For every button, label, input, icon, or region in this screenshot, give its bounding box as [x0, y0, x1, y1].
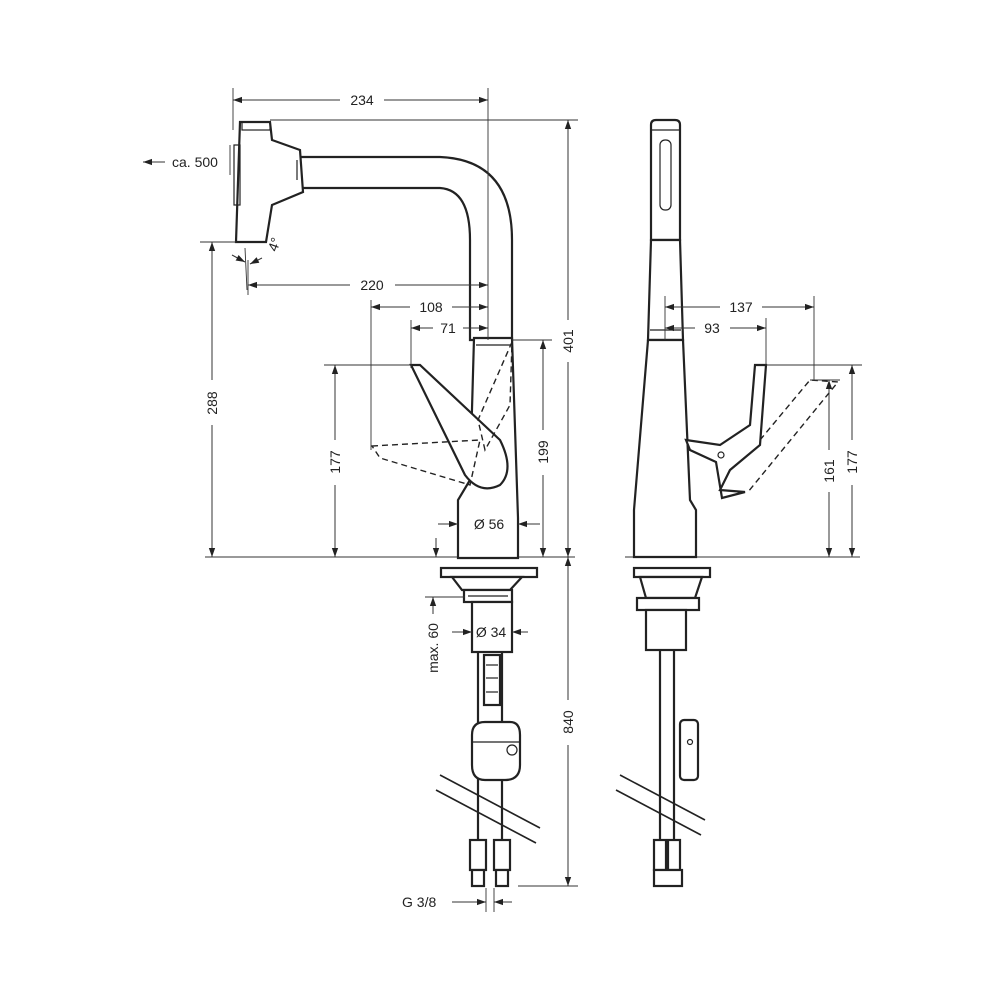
- front-counterweight-screw: [686, 738, 694, 746]
- dim-234-label: 234: [350, 92, 374, 108]
- front-break-line-1: [619, 774, 706, 821]
- front-thread: [635, 596, 701, 612]
- dim-71-label: 71: [440, 320, 456, 336]
- dim-max60-label: max. 60: [425, 623, 441, 673]
- front-fitting-left: [652, 838, 668, 872]
- side-view: [205, 120, 575, 888]
- dim-177-label: 177: [327, 450, 343, 474]
- base-collar: [449, 575, 525, 592]
- break-line-1: [439, 774, 541, 829]
- fitting-nut-right: [494, 868, 510, 888]
- dim-199-label: 199: [535, 440, 551, 464]
- spout-pipe: [298, 155, 514, 342]
- spray-head: [234, 120, 305, 244]
- dim-angle-arrow-left: [231, 254, 246, 263]
- ext-angle: [244, 247, 248, 291]
- break-line-2: [435, 789, 537, 844]
- front-shank: [644, 608, 688, 652]
- dim-288-label: 288: [204, 391, 220, 415]
- dim-161-label: 161: [821, 459, 837, 483]
- lever: [409, 363, 509, 490]
- mount-shank: [470, 600, 514, 654]
- front-spray-button: [659, 139, 672, 211]
- front-lever-indicator: [717, 451, 725, 459]
- front-base-collar: [638, 575, 704, 600]
- front-base-plate: [632, 566, 712, 579]
- base-plate: [439, 566, 539, 579]
- counterweight: [470, 720, 522, 782]
- dim-angle-arrow-right: [249, 257, 263, 265]
- counterweight-screw: [506, 744, 518, 756]
- fitting-right: [492, 838, 512, 872]
- dim-177r-label: 177: [844, 450, 860, 474]
- front-view: [615, 118, 860, 888]
- side-view-dimensions: 234 ca. 500 4° 288 220 108 71: [143, 88, 578, 912]
- dim-401-label: 401: [560, 329, 576, 353]
- lever-alt-position-back: [477, 341, 513, 452]
- dim-56-label: Ø 56: [474, 516, 505, 532]
- front-fitting-nuts: [652, 868, 684, 888]
- dim-137-label: 137: [729, 299, 753, 315]
- front-spout-pipe: [646, 238, 685, 342]
- dim-840-label: 840: [560, 710, 576, 734]
- spray-head-button: [233, 144, 241, 206]
- front-lever: [684, 363, 768, 500]
- dim-220-label: 220: [360, 277, 384, 293]
- dim-93-label: 93: [704, 320, 720, 336]
- front-fitting-right: [666, 838, 682, 872]
- front-spray-head: [649, 118, 682, 242]
- dim-g38-label: G 3/8: [402, 894, 436, 910]
- dim-ca500-label: ca. 500: [172, 154, 218, 170]
- hose-coupling: [482, 653, 502, 707]
- dim-108-label: 108: [419, 299, 443, 315]
- front-lever-alt-position: [747, 379, 840, 493]
- dim-angle-label: 4°: [264, 235, 284, 253]
- fitting-nut-left: [470, 868, 486, 888]
- front-counterweight: [678, 718, 700, 782]
- front-break-line-2: [615, 789, 702, 836]
- front-body: [632, 338, 698, 559]
- lever-alt-position-left: [370, 439, 481, 486]
- dim-34-label: Ø 34: [476, 624, 507, 640]
- spray-head-cap: [241, 121, 271, 131]
- fitting-left: [468, 838, 488, 872]
- front-view-dimensions: 137 93 161 177: [664, 296, 862, 557]
